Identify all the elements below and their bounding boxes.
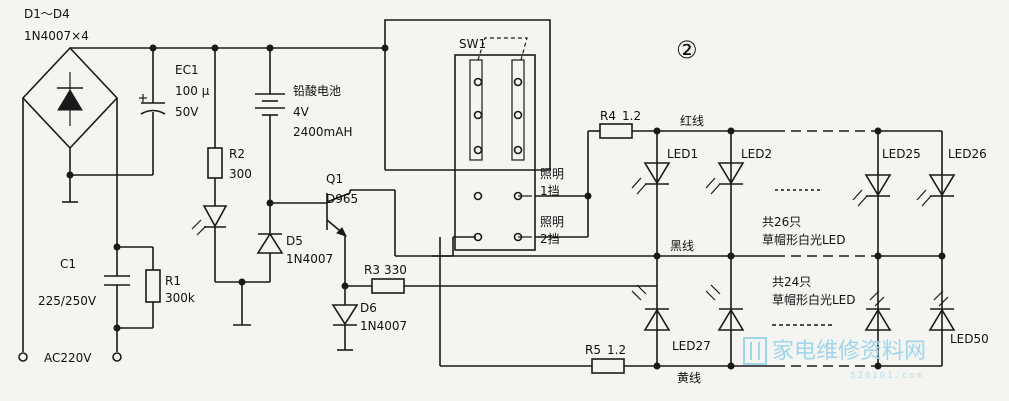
label-red-wire: 红线: [680, 113, 704, 128]
led-lower-group: [631, 284, 956, 331]
label-group1-desc: 草帽形白光LED: [762, 232, 846, 247]
led-upper-group: [631, 162, 956, 207]
label-ec1-cap: 100 μ: [175, 84, 210, 98]
label-led27: LED27: [672, 339, 711, 353]
resistor-r5: [591, 358, 625, 374]
label-r3-val: 330: [384, 263, 407, 277]
label-q1-part: D965: [326, 192, 358, 206]
resistor-r3: [371, 278, 405, 294]
label-light1b: 1挡: [540, 184, 560, 198]
label-c1-val: 225/250V: [38, 294, 97, 308]
label-led25: LED25: [882, 147, 921, 161]
label-led2: LED2: [741, 147, 772, 161]
label-r4-val: 1.2: [622, 109, 641, 123]
label-d5: D5: [286, 234, 303, 248]
label-sw1: SW1: [459, 37, 486, 51]
indicator-led: [191, 205, 228, 236]
label-black-wire: 黑线: [670, 239, 694, 253]
label-r2-val: 300: [229, 167, 252, 181]
label-r1: R1: [165, 274, 181, 288]
watermark-text: 家电维修资料网: [772, 339, 926, 364]
label-led50: LED50: [950, 332, 989, 346]
watermark-logo-icon: [743, 337, 767, 365]
label-ac: AC220V: [44, 351, 92, 365]
label-yellow-wire: 黄线: [677, 371, 701, 385]
capacitor-c1: [104, 275, 130, 286]
label-battery: 铅酸电池: [293, 83, 341, 98]
resistor-r1: [145, 247, 161, 328]
label-c1: C1: [60, 257, 76, 271]
label-light1a: 照明: [540, 167, 564, 181]
watermark-url: 520101.com: [850, 371, 924, 381]
label-d1-d4-part: 1N4007×4: [24, 29, 89, 43]
label-ec1-volt: 50V: [175, 105, 199, 119]
label-d5-part: 1N4007: [286, 252, 333, 266]
diode-d6: [331, 286, 359, 351]
label-d6-part: 1N4007: [360, 319, 407, 333]
label-group2-count: 共24只: [772, 275, 811, 289]
resistor-r4: [599, 123, 633, 139]
label-led26: LED26: [948, 147, 987, 161]
switch-sw1: [384, 19, 551, 251]
label-r2: R2: [229, 147, 245, 161]
label-light2a: 照明: [540, 215, 564, 229]
diode-d5: [256, 203, 284, 282]
label-d1-d4: D1～D4: [24, 7, 70, 21]
label-led1: LED1: [667, 147, 698, 161]
label-r5-val: 1.2: [607, 343, 626, 357]
label-r1-val: 300k: [165, 291, 195, 305]
label-r5: R5: [585, 343, 601, 357]
label-group2-desc: 草帽形白光LED: [772, 292, 856, 307]
label-r4: R4: [600, 109, 616, 123]
label-battery-v: 4V: [293, 105, 310, 119]
label-light2b: 2挡: [540, 232, 560, 246]
capacitor-ec1: [139, 48, 166, 175]
resistor-r2: [207, 147, 223, 179]
label-r3: R3: [364, 263, 380, 277]
label-ec1: EC1: [175, 63, 199, 77]
bridge-rectifier: [21, 46, 119, 150]
figure-number: ②: [676, 36, 698, 64]
transistor-q1: [326, 189, 396, 286]
label-d6: D6: [360, 301, 377, 315]
lead-acid-battery: [255, 48, 285, 203]
label-group1-count: 共26只: [762, 215, 801, 229]
label-battery-cap: 2400mAH: [293, 125, 352, 139]
label-q1: Q1: [326, 172, 343, 186]
